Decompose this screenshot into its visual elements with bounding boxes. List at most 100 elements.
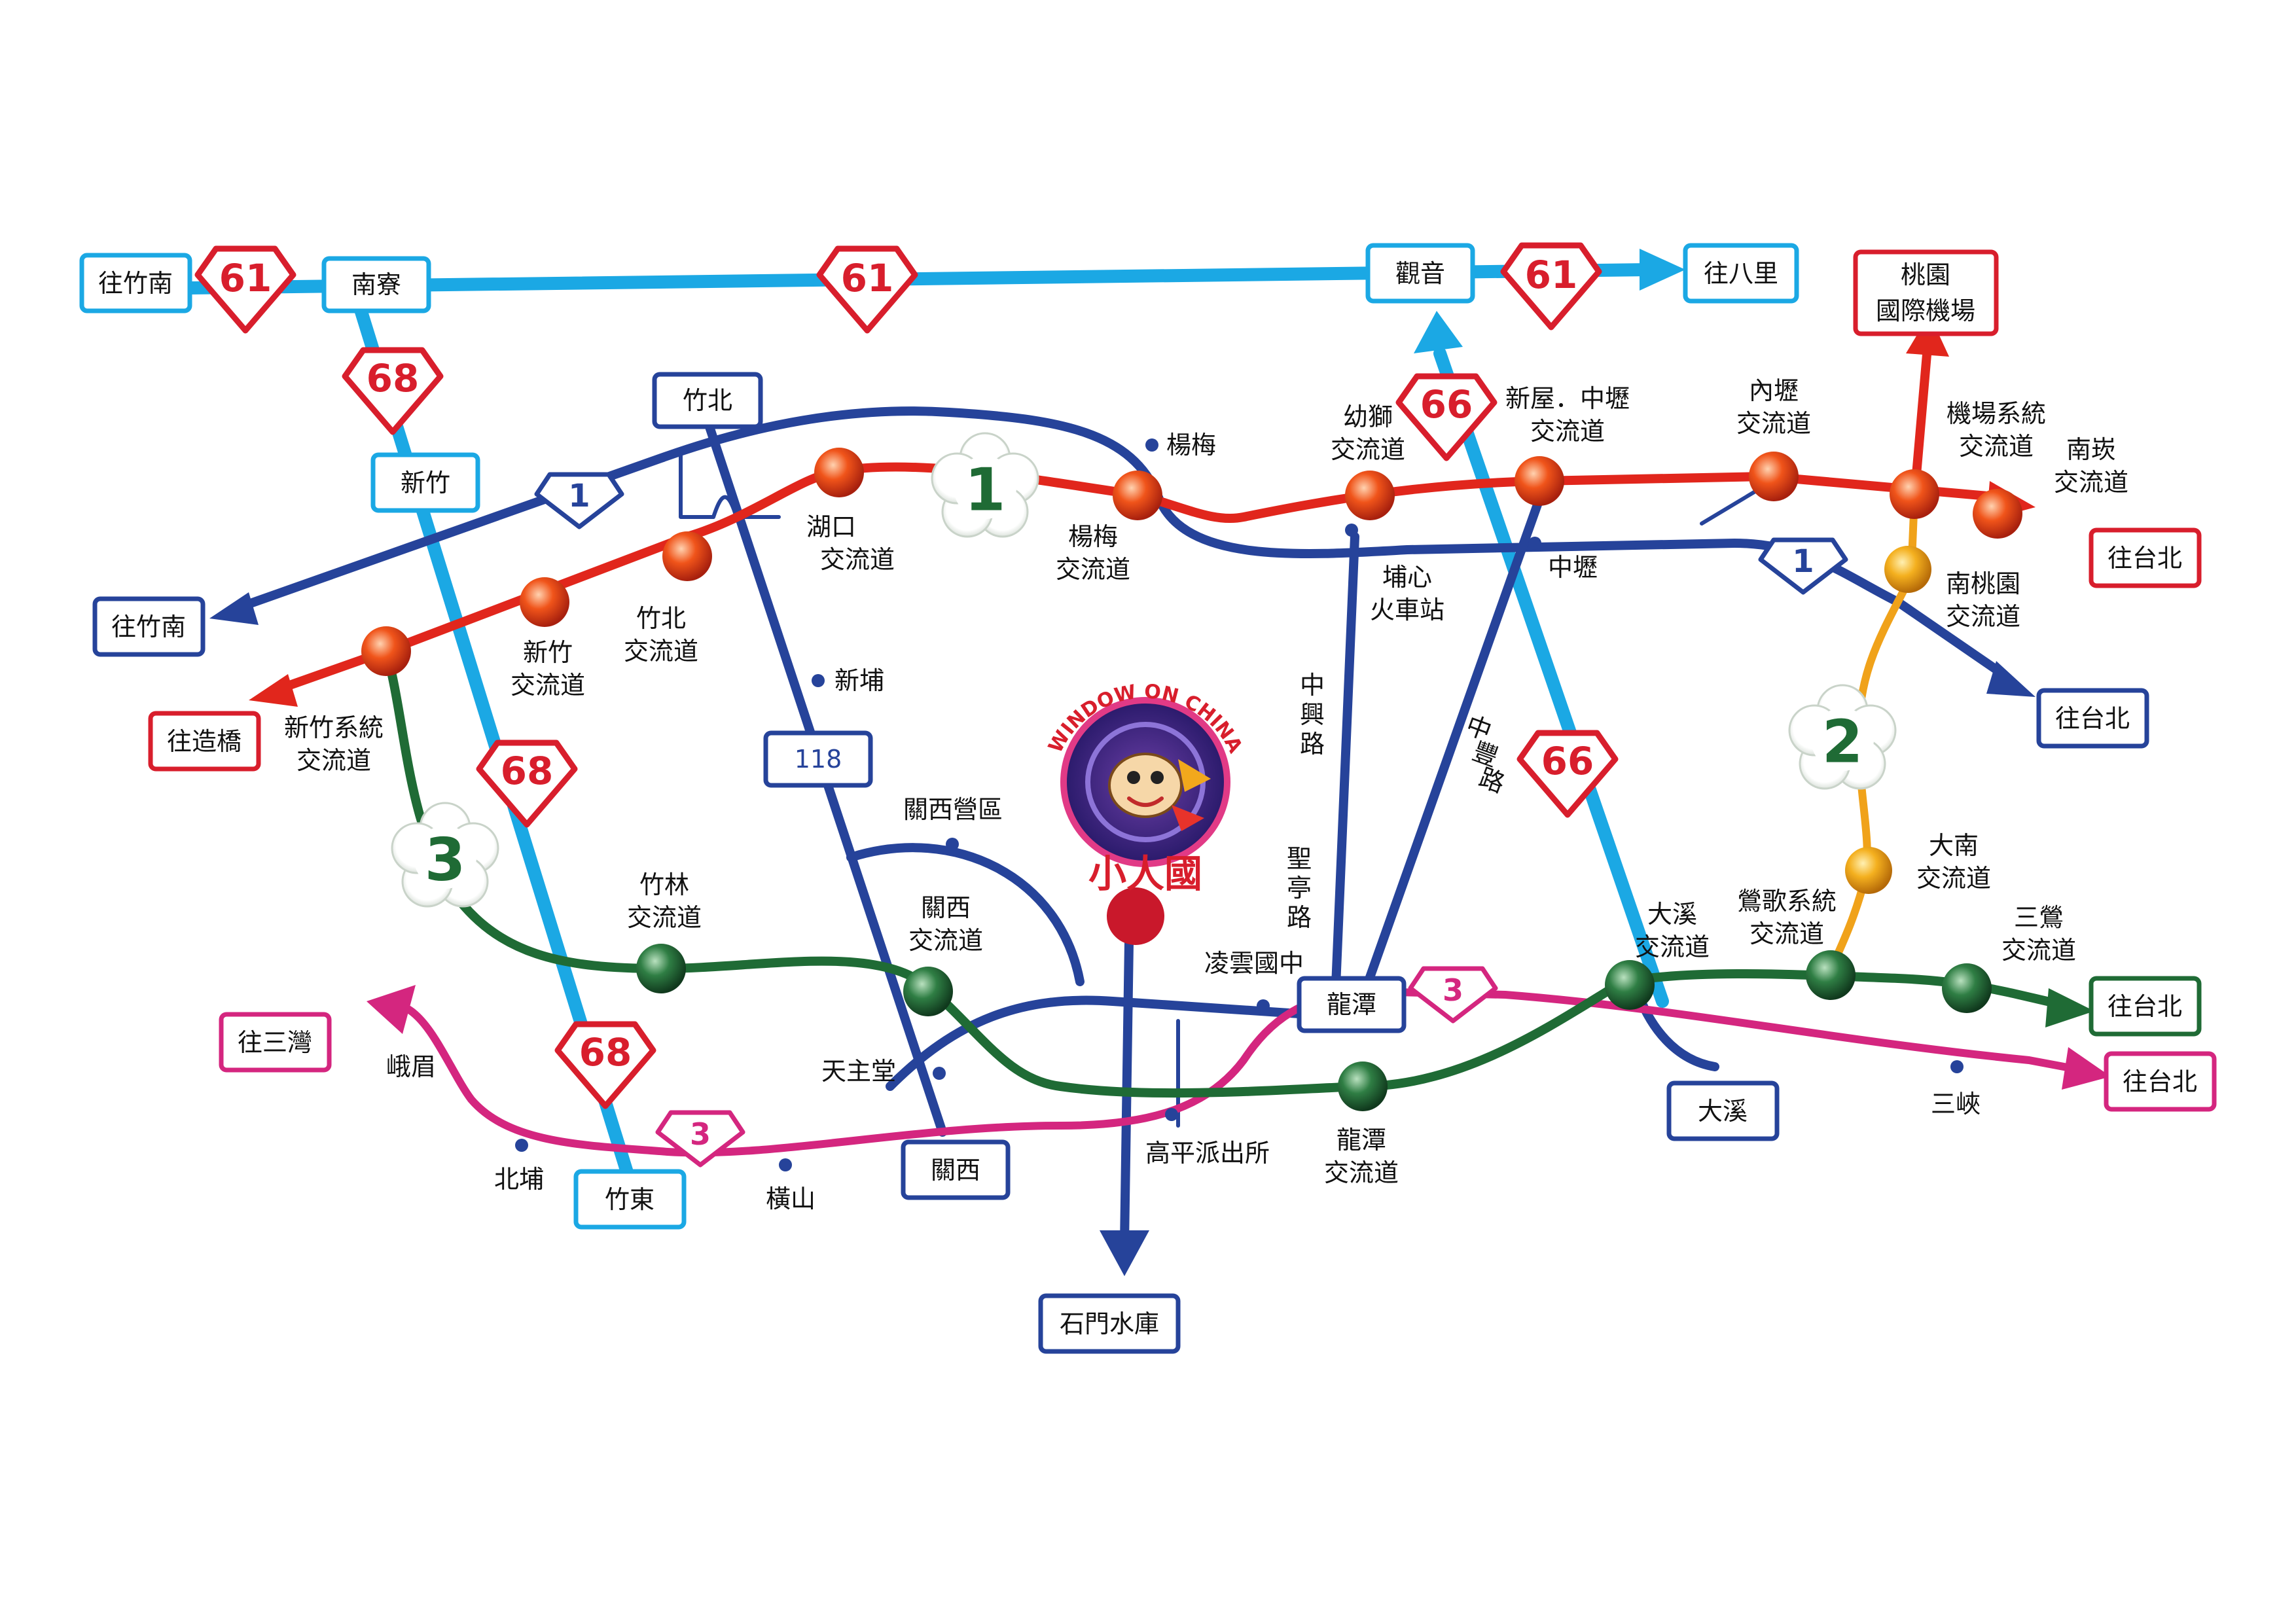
svg-text:大溪: 大溪	[1698, 1097, 1748, 1126]
ic-airport-sys	[1890, 469, 1939, 519]
label-hengshan: 橫山	[766, 1185, 816, 1213]
shield-61-east: 61	[1500, 242, 1602, 330]
box-r118: 118	[763, 730, 873, 788]
svg-text:往台北: 往台北	[2108, 992, 2182, 1021]
road-3	[402, 988, 2085, 1157]
label-zhubei-ic-2: 交流道	[624, 637, 698, 666]
svg-text:國際機場: 國際機場	[1876, 296, 1975, 325]
box-zhunan-west2: 往竹南	[92, 596, 206, 657]
box-hsinchu: 新竹	[370, 452, 480, 513]
box-daxi: 大溪	[1666, 1080, 1780, 1141]
label-hsinchu-sys-2: 交流道	[296, 746, 371, 775]
road-guanxi-longtan	[886, 995, 1314, 1091]
ic-zhulin	[636, 944, 686, 993]
freeway-3	[382, 647, 2066, 1098]
window-on-china-logo: WINDOW ON CHINA 小人國	[1044, 680, 1247, 896]
ic-yingge	[1806, 950, 1856, 1000]
box-airport: 桃園 國際機場	[1853, 249, 1999, 336]
label-yingge-1: 鶯歌系統	[1737, 887, 1837, 916]
freeway-2-shield: 2	[1788, 684, 1897, 790]
label-guanxi-camp: 關西營區	[903, 795, 1003, 824]
label-longtan-ic-2: 交流道	[1324, 1158, 1399, 1187]
svg-text:61: 61	[1525, 253, 1578, 297]
ic-south-taoyuan	[1884, 546, 1931, 593]
label-nankan-2: 交流道	[2054, 468, 2128, 497]
label-hukou-1: 湖口	[806, 512, 856, 541]
box-longtan: 龍潭	[1297, 976, 1407, 1033]
label-nankan-1: 南崁	[2066, 435, 2116, 464]
svg-text:觀音: 觀音	[1395, 259, 1445, 288]
dot-yangmei	[1145, 438, 1158, 452]
label-emei: 峨眉	[386, 1052, 436, 1081]
svg-text:往竹南: 往竹南	[111, 613, 186, 641]
road-3-west-arrow	[367, 985, 416, 1034]
label-youshi-1: 幼獅	[1343, 402, 1393, 431]
label-pusin-2: 火車站	[1370, 596, 1444, 624]
label-daxi-ic-1: 大溪	[1647, 900, 1697, 929]
svg-text:龍潭: 龍潭	[1327, 990, 1376, 1019]
dot-sanxia	[1950, 1060, 1964, 1073]
ic-hsinchu	[520, 577, 569, 627]
label-pusin-1: 埔心	[1382, 563, 1432, 592]
shield-61-mid: 61	[816, 245, 918, 334]
svg-text:往八里: 往八里	[1704, 259, 1778, 288]
dot-xinpu	[812, 674, 825, 687]
freeway-1-west-arrow	[249, 674, 298, 707]
ic-xinwu	[1515, 456, 1564, 506]
svg-text:3: 3	[1443, 972, 1463, 1008]
svg-text:1: 1	[1792, 543, 1814, 580]
label-xinpu: 新埔	[834, 666, 884, 695]
svg-text:往三灣: 往三灣	[238, 1028, 312, 1057]
box-nanliao: 南寮	[321, 256, 431, 313]
label-zhongxing-2: 興	[1300, 700, 1325, 729]
label-south-taoyuan-1: 南桃園	[1946, 569, 2020, 598]
label-hsinchu-sys-1: 新竹系統	[284, 713, 384, 742]
label-beipu: 北埔	[494, 1165, 544, 1194]
ic-zhubei	[662, 531, 712, 581]
road-66-arrow	[1414, 311, 1463, 353]
label-zhongfeng-3: 路	[1475, 763, 1509, 798]
road-zhongfeng	[1357, 480, 1549, 1006]
label-shengting-1: 聖	[1287, 844, 1312, 873]
svg-text:3: 3	[690, 1116, 711, 1152]
label-zhongli: 中壢	[1548, 553, 1598, 582]
svg-text:118: 118	[795, 745, 842, 774]
shield-68-north: 68	[342, 347, 444, 435]
box-zhudong: 竹東	[573, 1169, 687, 1230]
ic-hsinchu-sys	[361, 626, 411, 676]
label-daxi-ic-2: 交流道	[1635, 933, 1710, 961]
svg-text:66: 66	[1541, 739, 1594, 783]
shield-1-west: 1	[534, 472, 624, 529]
dot-gaoping	[1165, 1108, 1178, 1121]
label-longtan-ic-1: 龍潭	[1336, 1126, 1386, 1154]
label-zhubei-ic-1: 竹北	[636, 604, 686, 633]
label-shengting-2: 亭	[1287, 874, 1312, 902]
road-66	[1433, 347, 1669, 1008]
shield-68-south: 68	[554, 1021, 656, 1109]
ic-daxi	[1605, 960, 1655, 1010]
label-zhongxing-3: 路	[1300, 730, 1325, 758]
ic-neili	[1749, 452, 1799, 501]
label-hsinchu-ic-1: 新竹	[523, 638, 573, 667]
shield-3-west: 3	[655, 1110, 745, 1168]
svg-text:往竹南: 往竹南	[98, 269, 173, 298]
box-sanwan: 往三灣	[219, 1012, 332, 1073]
road-1-west-arrow	[209, 592, 259, 625]
shield-3-east: 3	[1408, 966, 1498, 1024]
road-1-east-arrow	[1986, 661, 2036, 697]
label-zhongxing-1: 中	[1300, 671, 1325, 700]
dot-pusin	[1345, 524, 1358, 537]
box-bali: 往八里	[1683, 243, 1799, 304]
label-airport-sys-1: 機場系統	[1946, 399, 2046, 428]
label-sanxia: 三峽	[1931, 1090, 1981, 1118]
label-tianzhutang: 天主堂	[821, 1057, 896, 1086]
road-zhongxing	[1331, 532, 1359, 1006]
svg-text:小人國: 小人國	[1088, 851, 1202, 896]
box-guanxi: 關西	[901, 1139, 1011, 1200]
shield-66-south: 66	[1516, 730, 1619, 818]
ic-hukou	[814, 448, 864, 497]
ic-longtan	[1338, 1061, 1388, 1111]
label-xinwu-1: 新屋．中壢	[1505, 384, 1630, 413]
ic-sanying	[1942, 963, 1992, 1013]
